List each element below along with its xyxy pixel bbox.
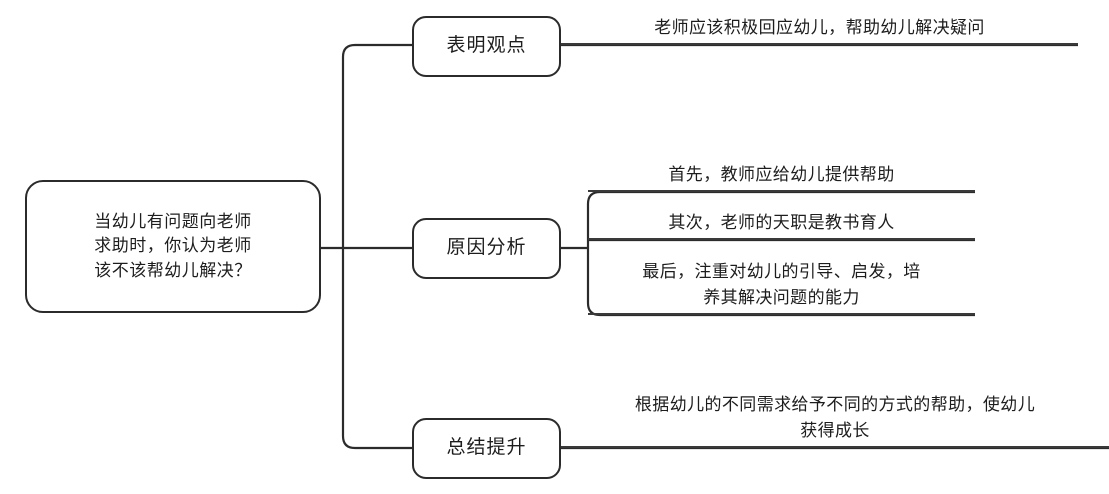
leaf-item[interactable]: 其次，老师的天职是教书育人 bbox=[588, 200, 975, 240]
leaf-item[interactable]: 根据幼儿的不同需求给予不同的方式的帮助，使幼儿 获得成长 bbox=[561, 386, 1109, 448]
root-node[interactable]: 当幼儿有问题向老师 求助时，你认为老师 该不该帮幼儿解决？ bbox=[25, 180, 321, 313]
leaf-item-label: 最后，注重对幼儿的引导、启发，培 养其解决问题的能力 bbox=[642, 262, 921, 307]
leaf-item-label: 首先，教师应给幼儿提供帮助 bbox=[668, 164, 895, 184]
root-node-label: 当幼儿有问题向老师 求助时，你认为老师 该不该帮幼儿解决？ bbox=[94, 212, 252, 280]
branch-node-label: 总结提升 bbox=[446, 437, 527, 459]
connector-trunk-bottom bbox=[341, 248, 412, 450]
branch-node-label: 原因分析 bbox=[446, 237, 527, 259]
branch-node-state-viewpoint[interactable]: 表明观点 bbox=[412, 16, 561, 77]
connector-trunk-top bbox=[341, 43, 412, 248]
leaf-item-label: 老师应该积极回应幼儿，帮助幼儿解决疑问 bbox=[654, 17, 985, 37]
leaf-item[interactable]: 首先，教师应给幼儿提供帮助 bbox=[588, 152, 975, 192]
leaf-item[interactable]: 老师应该积极回应幼儿，帮助幼儿解决疑问 bbox=[561, 5, 1078, 45]
branch-node-cause-analysis[interactable]: 原因分析 bbox=[412, 218, 561, 279]
leaf-item[interactable]: 最后，注重对幼儿的引导、启发，培 养其解决问题的能力 bbox=[588, 249, 975, 315]
leaf-item-label: 根据幼儿的不同需求给予不同的方式的帮助，使幼儿 获得成长 bbox=[634, 395, 1036, 440]
leaf-item-label: 其次，老师的天职是教书育人 bbox=[668, 212, 895, 232]
branch-node-summary[interactable]: 总结提升 bbox=[412, 418, 561, 479]
branch-node-label: 表明观点 bbox=[446, 35, 527, 57]
